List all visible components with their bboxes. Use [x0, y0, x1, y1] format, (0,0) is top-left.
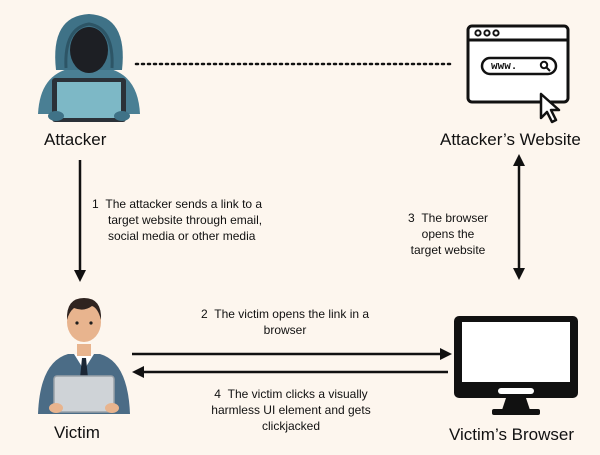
attacker-website-label: Attacker’s Website	[440, 130, 581, 149]
step-4-line1: The victim clicks a visually	[227, 387, 368, 401]
step-4-text: 4 The victim clicks a visually harmless …	[176, 386, 406, 434]
attacker-label: Attacker	[44, 130, 107, 149]
step-3-line2: opens the	[421, 227, 475, 241]
step-2-line1: The victim opens the link in a	[214, 307, 370, 321]
attacker-icon	[38, 14, 140, 122]
monitor-icon	[454, 316, 578, 415]
step-4-number: 4	[214, 387, 221, 401]
step-1-line3: social media or other media	[108, 229, 256, 243]
step-2-number: 2	[200, 307, 208, 321]
victim-icon	[38, 298, 130, 414]
website-url-text: www.	[491, 61, 518, 73]
step-3-text: 3 The browser opens the target website	[388, 210, 508, 258]
dotted-connector	[134, 62, 452, 66]
arrow-step-3	[513, 154, 525, 280]
step-3-number: 3	[407, 211, 415, 225]
step-3-line3: target website	[410, 243, 486, 257]
step-3-line1: The browser	[421, 211, 489, 225]
arrow-step-1	[74, 160, 86, 282]
step-1-text: 1 The attacker sends a link to a target …	[92, 196, 322, 244]
step-4-line3: clickjacked	[261, 419, 321, 433]
arrow-step-4	[132, 366, 448, 378]
website-icon	[466, 24, 570, 124]
step-4-line2: harmless UI element and gets	[211, 403, 371, 417]
arrow-step-2	[132, 348, 452, 360]
step-1-line1: The attacker sends a link to a	[105, 197, 263, 211]
step-1-number: 1	[92, 197, 99, 211]
step-1-line2: target website through email,	[108, 213, 263, 227]
step-2-text: 2 The victim opens the link in a browser	[170, 306, 400, 338]
victim-label: Victim	[54, 423, 100, 442]
victim-browser-label: Victim’s Browser	[449, 425, 575, 444]
step-2-line2: browser	[263, 323, 307, 337]
